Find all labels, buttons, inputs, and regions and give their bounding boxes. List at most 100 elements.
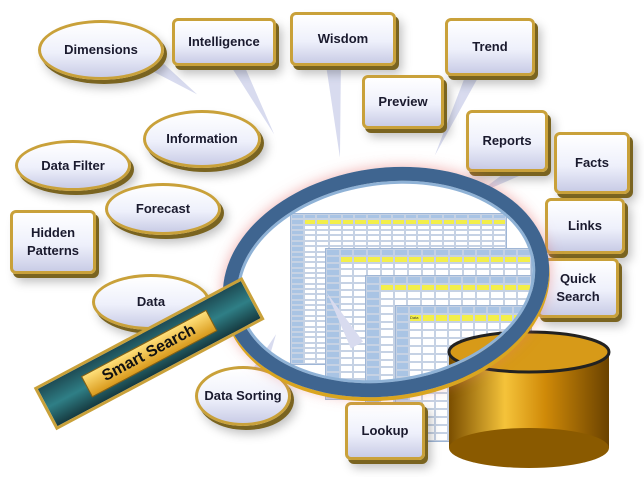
spreadsheet-cell — [430, 235, 443, 241]
spreadsheet-cell — [421, 249, 436, 256]
spreadsheet-cell — [303, 246, 317, 252]
bubble-intelligence[interactable]: Intelligence — [172, 18, 276, 66]
spreadsheet-cell — [339, 364, 354, 372]
spreadsheet-cell — [303, 294, 317, 300]
spreadsheet-cell — [303, 230, 317, 236]
spreadsheet-cell — [339, 378, 354, 386]
spreadsheet-cell — [476, 276, 490, 284]
spreadsheet-cell — [513, 306, 526, 314]
spreadsheet-cell — [480, 224, 494, 231]
spreadsheet-cell — [291, 331, 304, 338]
bubble-wisdom[interactable]: Wisdom — [290, 12, 396, 66]
spreadsheet-cell — [409, 337, 422, 346]
spreadsheet-cell — [379, 329, 394, 337]
spreadsheet-cell — [517, 276, 531, 284]
spreadsheet-cell — [379, 298, 394, 307]
spreadsheet-cell — [435, 393, 448, 402]
bubble-facts[interactable]: Facts — [554, 132, 630, 194]
spreadsheet-cell — [442, 214, 456, 220]
spreadsheet-cell — [291, 315, 304, 322]
spreadsheet-cell — [303, 310, 317, 316]
spreadsheet-cell — [303, 353, 317, 359]
spreadsheet-cell — [328, 230, 342, 236]
spreadsheet-cell — [517, 249, 531, 256]
spreadsheet-cell — [396, 329, 409, 338]
spreadsheet-cell — [291, 224, 304, 231]
spreadsheet-cell — [503, 283, 518, 292]
spreadsheet-cell — [339, 337, 354, 345]
bubble-data-sorting[interactable]: Data Sorting — [195, 366, 291, 426]
spreadsheet-cell — [353, 262, 367, 270]
spreadsheet-cell — [339, 296, 354, 304]
spreadsheet-cell — [303, 256, 317, 263]
spreadsheet-cell — [303, 251, 317, 257]
spreadsheet-cell — [291, 267, 304, 273]
bubble-trend[interactable]: Trend — [445, 18, 535, 76]
bubble-preview[interactable]: Preview — [362, 75, 444, 129]
spreadsheet-cell — [393, 283, 408, 292]
spreadsheet-cell — [379, 235, 393, 241]
spreadsheet-cell — [442, 230, 456, 236]
spreadsheet-cell — [379, 230, 393, 236]
spreadsheet-cell — [326, 269, 340, 277]
spreadsheet-cell — [367, 262, 381, 270]
spreadsheet-cell — [354, 224, 367, 231]
spreadsheet-cell — [291, 310, 304, 316]
spreadsheet-cell — [407, 276, 421, 284]
spreadsheet-cell — [339, 385, 354, 393]
spreadsheet-cell — [379, 382, 394, 391]
spreadsheet-cell — [435, 249, 449, 256]
spreadsheet-cell — [448, 313, 461, 322]
spreadsheet-cell — [434, 291, 449, 299]
spreadsheet-cell — [367, 255, 381, 263]
spreadsheet-cell — [326, 310, 340, 318]
bubble-hidden-patterns[interactable]: Hidden Patterns — [10, 210, 96, 274]
spreadsheet-cell — [326, 255, 340, 263]
bubble-data-filter[interactable]: Data Filter — [15, 140, 131, 191]
spreadsheet-cell — [366, 298, 380, 307]
spreadsheet-cell — [341, 230, 355, 236]
spreadsheet-cell — [396, 377, 409, 386]
spreadsheet-cell — [291, 358, 304, 364]
spreadsheet-cell — [462, 283, 476, 292]
spreadsheet-cell — [448, 276, 463, 284]
bubble-quick-search[interactable]: Quick Search — [537, 258, 619, 318]
spreadsheet-cell — [468, 214, 481, 220]
spreadsheet-cell — [404, 235, 418, 241]
spreadsheet-cell — [408, 249, 422, 256]
spreadsheet-cell — [435, 313, 448, 322]
bubble-information[interactable]: Information — [143, 110, 261, 168]
bubble-dimensions[interactable]: Dimensions — [38, 20, 164, 80]
spreadsheet-cell — [422, 353, 435, 362]
spreadsheet-cell — [326, 385, 340, 393]
spreadsheet-cell — [409, 361, 422, 370]
spreadsheet-cell — [396, 353, 409, 362]
spreadsheet-cell — [354, 214, 367, 220]
spreadsheet-cell — [503, 262, 518, 270]
spreadsheet-cell — [339, 330, 354, 338]
spreadsheet-cell — [449, 249, 463, 256]
spreadsheet-cell — [379, 283, 394, 292]
spreadsheet-cell — [341, 240, 355, 247]
bubble-reports[interactable]: Reports — [466, 110, 548, 172]
spreadsheet-cell — [487, 306, 500, 314]
spreadsheet-cell — [366, 367, 380, 376]
spreadsheet-cell — [366, 240, 380, 247]
spreadsheet-cell — [513, 321, 526, 330]
bubble-links[interactable]: Links — [545, 198, 625, 254]
spreadsheet-cell — [468, 230, 481, 236]
spreadsheet-cell — [489, 283, 504, 292]
spreadsheet-cell — [353, 249, 367, 256]
spreadsheet-cell — [291, 235, 304, 241]
spreadsheet-cell — [379, 321, 394, 330]
bubble-forecast[interactable]: Forecast — [105, 183, 221, 235]
spreadsheet-cell — [396, 361, 409, 370]
spreadsheet-cell — [380, 262, 395, 270]
spreadsheet-cell — [434, 283, 449, 292]
spreadsheet-cell — [379, 306, 394, 315]
spreadsheet-cell — [435, 377, 448, 386]
spreadsheet-cell — [291, 219, 304, 225]
bubble-lookup[interactable]: Lookup — [345, 402, 425, 460]
spreadsheet-cell — [476, 262, 490, 270]
spreadsheet-cell — [303, 347, 317, 354]
